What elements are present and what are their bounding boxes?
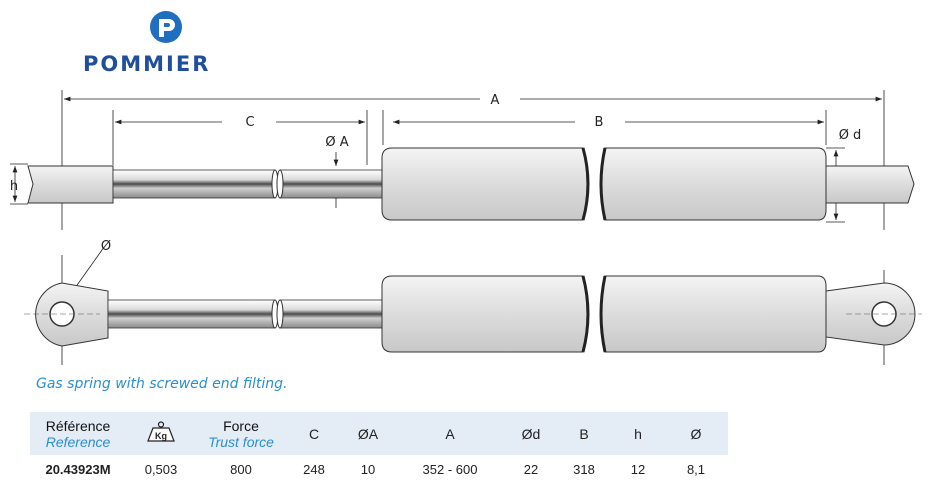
dim-label-eye-diameter: Ø bbox=[101, 239, 111, 254]
dim-label-a: A bbox=[491, 93, 500, 108]
header-b: B bbox=[579, 425, 589, 442]
svg-text:Kg: Kg bbox=[155, 431, 167, 441]
pommier-logo: POMMIER bbox=[80, 10, 250, 78]
cell-c: 248 bbox=[303, 462, 325, 477]
dim-label-c: C bbox=[245, 115, 254, 130]
cell-h: 12 bbox=[630, 462, 646, 477]
pommier-p-logo-icon bbox=[150, 11, 182, 43]
cell-reference: 20.43923M bbox=[45, 462, 111, 477]
gas-spring-drawing: A C B Ø A Ø d h Ø bbox=[10, 90, 922, 365]
cell-a: 352 - 600 bbox=[422, 462, 478, 477]
header-c: C bbox=[308, 425, 320, 442]
dim-label-b: B bbox=[595, 115, 604, 130]
header-oa: ØA bbox=[357, 425, 379, 442]
cell-od: 22 bbox=[523, 462, 539, 477]
cell-weight: 0,503 bbox=[144, 462, 178, 477]
kg-weight-icon: Kg bbox=[146, 421, 176, 446]
cell-force: 800 bbox=[230, 462, 252, 477]
header-diameter: Ø bbox=[690, 425, 702, 442]
gas-spring-top-view bbox=[27, 147, 915, 221]
dim-label-oa: Ø A bbox=[325, 135, 348, 150]
product-caption: Gas spring with screwed end filting. bbox=[36, 376, 288, 392]
header-h: h bbox=[634, 425, 642, 442]
dim-label-od: Ø d bbox=[839, 128, 862, 143]
cell-diameter: 8,1 bbox=[686, 462, 706, 477]
dim-label-h: h bbox=[10, 179, 18, 194]
brand-name: POMMIER bbox=[83, 52, 211, 76]
gas-spring-bottom-view bbox=[24, 275, 922, 353]
header-a: A bbox=[445, 425, 455, 442]
dimension-labels: A C B Ø A Ø d h Ø bbox=[10, 93, 861, 254]
header-force: Force Trust force bbox=[208, 417, 274, 450]
header-od: Ød bbox=[521, 425, 541, 442]
table-row: 20.43923M 0,503 800 248 10 352 - 600 22 … bbox=[30, 455, 728, 484]
header-reference: Référence Reference bbox=[45, 417, 111, 450]
cell-oa: 10 bbox=[360, 462, 376, 477]
header-weight: Kg bbox=[126, 412, 196, 455]
cell-b: 318 bbox=[573, 462, 595, 477]
spec-table: Référence Reference Kg Force Trust force… bbox=[30, 412, 728, 484]
table-header-row: Référence Reference Kg Force Trust force… bbox=[30, 412, 728, 455]
